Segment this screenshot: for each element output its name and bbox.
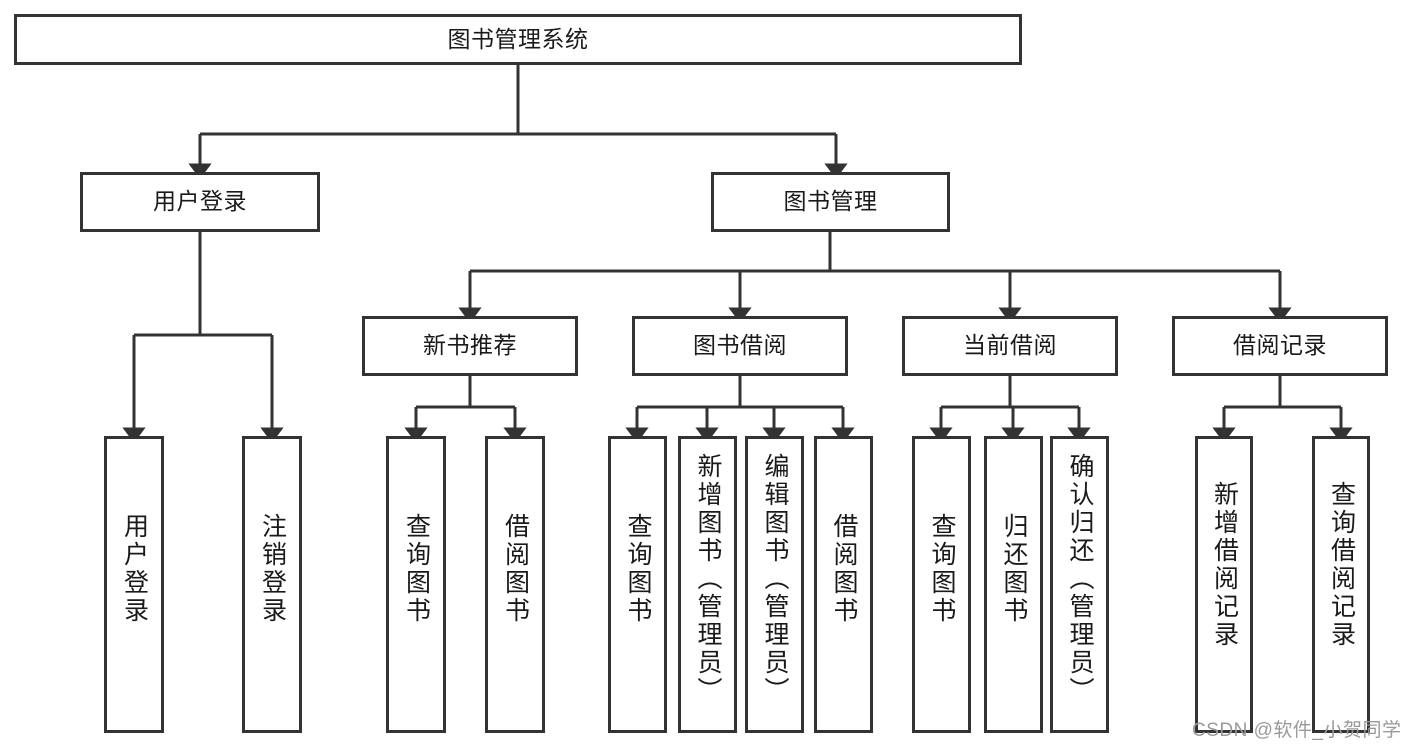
leaf-add-book-label: 新增图书（管理员） xyxy=(694,453,722,705)
leaf-add-record-label: 新增借阅记录 xyxy=(1210,481,1239,649)
leaf-user-logout-label: 注销登录 xyxy=(258,513,287,625)
node-borrow-record-label: 借阅记录 xyxy=(1233,332,1327,359)
leaf-borrow-book-2[interactable]: 借阅图书 xyxy=(814,436,873,733)
node-book-borrow-label: 图书借阅 xyxy=(693,332,787,359)
node-root[interactable]: 图书管理系统 xyxy=(14,14,1022,65)
node-book-manage-label: 图书管理 xyxy=(783,188,878,215)
leaf-user-login[interactable]: 用户登录 xyxy=(104,436,164,733)
leaf-query-book-2-label: 查询图书 xyxy=(624,513,652,625)
node-new-book-recommend-label: 新书推荐 xyxy=(423,332,517,359)
leaf-query-book-3[interactable]: 查询图书 xyxy=(912,436,971,733)
node-borrow-record[interactable]: 借阅记录 xyxy=(1172,316,1388,376)
leaf-query-book-1-label: 查询图书 xyxy=(402,513,431,625)
leaf-confirm-return-label: 确认归还（管理员） xyxy=(1066,453,1094,705)
leaf-add-record[interactable]: 新增借阅记录 xyxy=(1195,436,1253,733)
leaf-borrow-book-1[interactable]: 借阅图书 xyxy=(485,436,545,733)
leaf-query-record-label: 查询借阅记录 xyxy=(1327,481,1356,649)
leaf-edit-book-label: 编辑图书（管理员） xyxy=(761,453,789,705)
leaf-query-record[interactable]: 查询借阅记录 xyxy=(1312,436,1370,733)
node-current-borrow-label: 当前借阅 xyxy=(963,332,1057,359)
node-user-login[interactable]: 用户登录 xyxy=(80,172,320,232)
node-current-borrow[interactable]: 当前借阅 xyxy=(902,316,1118,376)
node-root-label: 图书管理系统 xyxy=(447,25,589,52)
node-new-book-recommend[interactable]: 新书推荐 xyxy=(362,316,578,376)
node-book-manage[interactable]: 图书管理 xyxy=(711,172,950,232)
leaf-query-book-2[interactable]: 查询图书 xyxy=(608,436,667,733)
node-book-borrow[interactable]: 图书借阅 xyxy=(632,316,848,376)
leaf-edit-book[interactable]: 编辑图书（管理员） xyxy=(745,436,804,733)
leaf-return-book-label: 归还图书 xyxy=(1000,513,1028,625)
leaf-borrow-book-2-label: 借阅图书 xyxy=(830,513,858,625)
leaf-query-book-1[interactable]: 查询图书 xyxy=(386,436,446,733)
leaf-query-book-3-label: 查询图书 xyxy=(928,513,956,625)
leaf-return-book[interactable]: 归还图书 xyxy=(984,436,1043,733)
leaf-confirm-return[interactable]: 确认归还（管理员） xyxy=(1050,436,1109,733)
node-user-login-label: 用户登录 xyxy=(153,188,247,215)
watermark: CSDN @软件_小贺同学 xyxy=(1192,720,1402,741)
leaf-user-login-label: 用户登录 xyxy=(120,513,149,625)
leaf-add-book[interactable]: 新增图书（管理员） xyxy=(678,436,737,733)
leaf-user-logout[interactable]: 注销登录 xyxy=(242,436,302,733)
leaf-borrow-book-1-label: 借阅图书 xyxy=(501,513,530,625)
